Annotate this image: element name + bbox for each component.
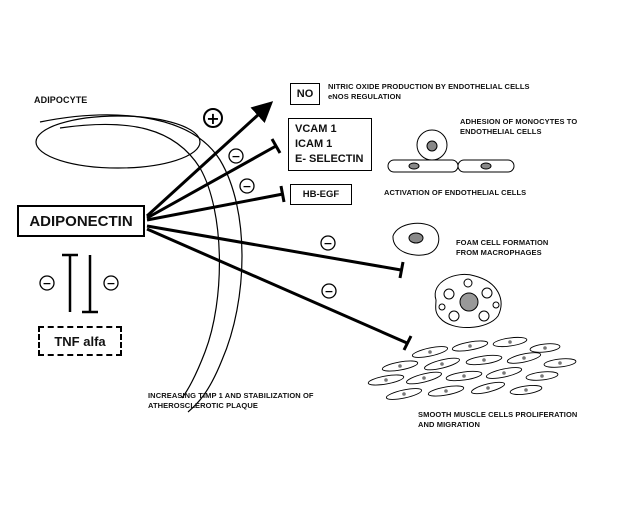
smooth-muscle-nuclei [384,340,562,396]
minus-sign-smooth-muscle [321,283,337,299]
smooth-muscle-effect-text: SMOOTH MUSCLE CELLS PROLIFERATION AND MI… [418,410,578,429]
inhibit-bar-adhesion [270,138,282,154]
monocyte-adhesion-effect-text: ADHESION OF MONOCYTES TO ENDOTHELIAL CEL… [460,117,578,136]
adiponectin-box: ADIPONECTIN [17,205,145,237]
foam-cell-illustration [434,274,502,329]
no-box: NO [290,83,320,105]
inhibit-line-hbegf [146,192,284,222]
adhesion-molecules-box: VCAM 1 ICAM 1 E- SELECTIN [288,118,372,171]
arrow-nitric-oxide [145,101,274,218]
endothelial-cell-1 [387,159,459,173]
hbegf-box: HB-EGF [290,184,352,205]
effect-arrows [145,101,413,351]
monocyte [416,129,448,161]
smooth-muscle-cells-illustration [367,336,577,400]
tnf-alfa-box: TNF alfa [38,326,122,356]
vcam-label: VCAM 1 [295,123,337,135]
e-selectin-label: E- SELECTIN [295,153,364,165]
minus-sign-foam [320,235,336,251]
macrophage-illustration [392,222,440,256]
minus-glyph-adhesion: − [231,150,240,163]
plus-sign: + [206,109,219,128]
inhibit-bar-smooth-muscle [402,335,413,351]
inhibition-signs [39,148,337,299]
adipocyte-membrane-inner [59,123,220,399]
inhibit-bar-hbegf [279,185,286,203]
adipocyte-cell [35,114,243,413]
inhibit-line-foam [146,224,402,272]
foam-cell-effect-text: FOAM CELL FORMATION FROM MACROPHAGES [456,238,549,257]
nitric-oxide-effect-text: NITRIC OXIDE PRODUCTION BY ENDOTHELIAL C… [328,82,530,101]
endothelial-cells-illustration [387,129,515,173]
minus-glyph-tnf-left: − [42,277,51,290]
endothelial-activation-effect-text: ACTIVATION OF ENDOTHELIAL CELLS [384,188,527,197]
minus-sign-hbegf [239,178,255,194]
tnf-inhibition [62,253,98,314]
stimulation-sign: + [203,108,223,128]
minus-glyph-foam: − [323,237,332,250]
endothelial-cell-2 [457,159,515,173]
minus-sign-tnf-left [39,275,55,291]
minus-glyph-smooth-muscle: − [324,285,333,298]
adipocyte-label: ADIPOCYTE [34,95,88,105]
minus-sign-tnf-right [103,275,119,291]
minus-glyph-hbegf: − [242,180,251,193]
inhibit-line-smooth-muscle [146,227,408,345]
timp-effect-text: INCREASING TIMP 1 AND STABILIZATION OF A… [148,391,314,410]
inhibit-line-adhesion [146,144,277,220]
minus-glyph-tnf-right: − [106,277,115,290]
minus-glyphs: − − − − − − [42,150,333,298]
adipocyte-nucleus [35,115,201,169]
icam-label: ICAM 1 [295,138,333,150]
minus-sign-adhesion [228,148,244,164]
inhibit-bar-foam [398,261,405,279]
